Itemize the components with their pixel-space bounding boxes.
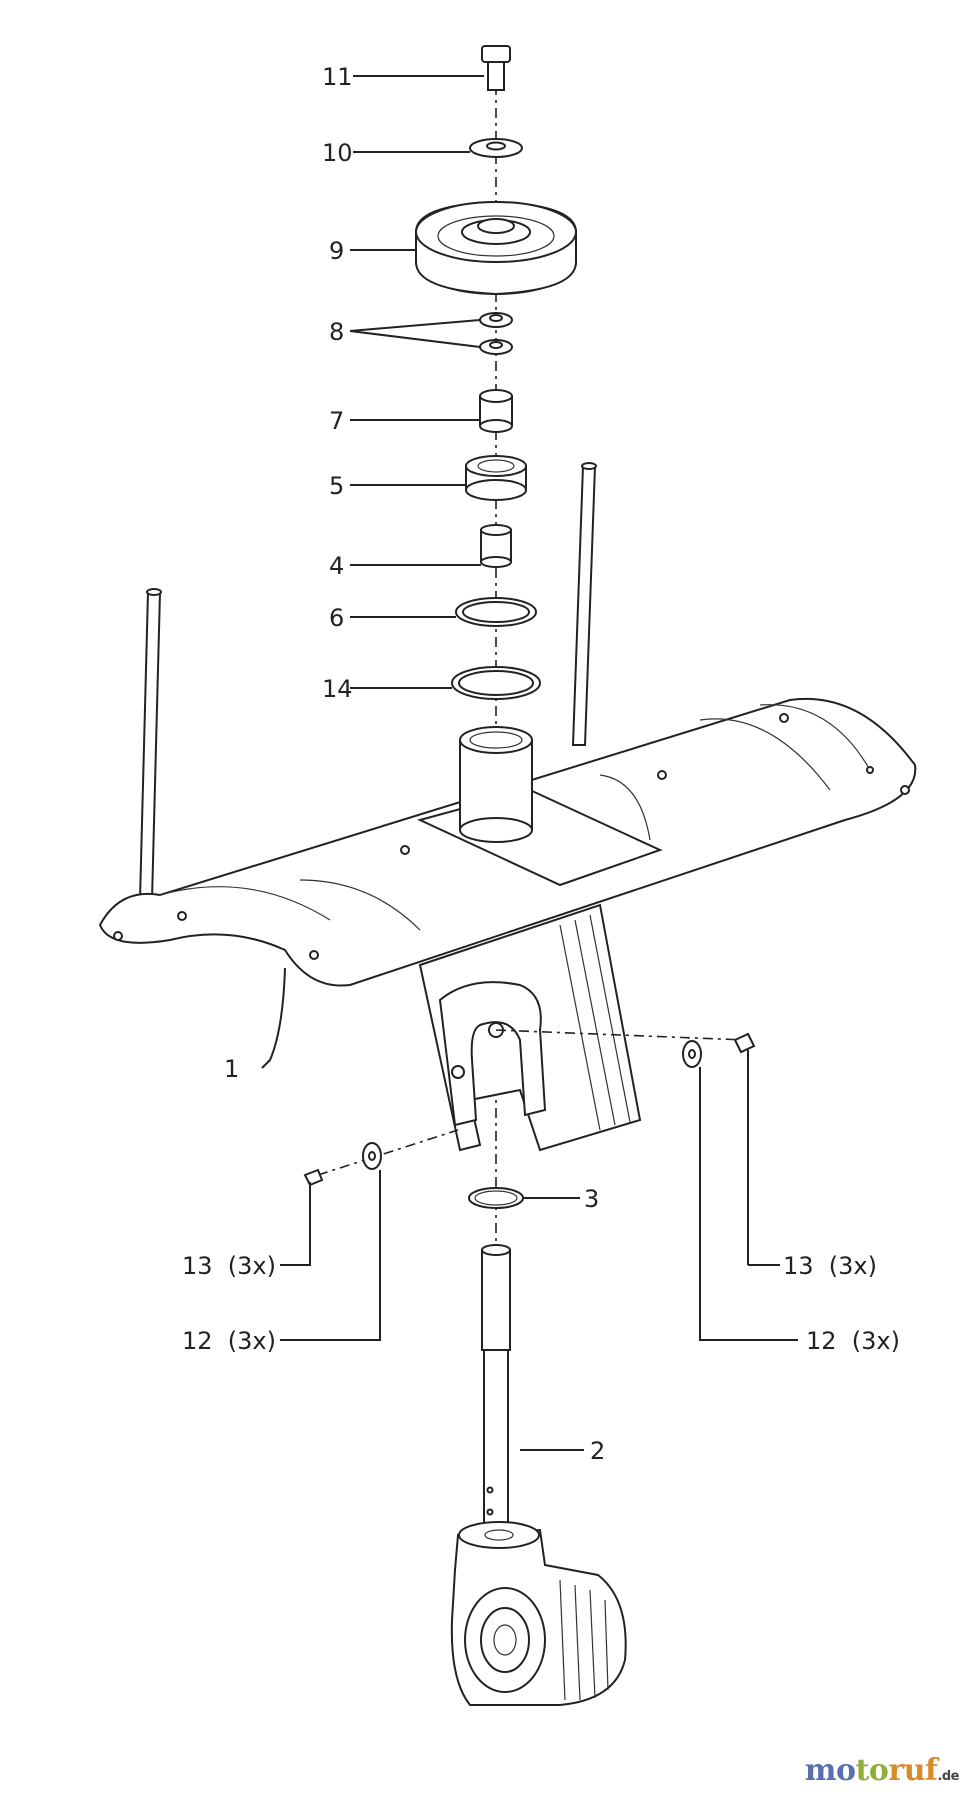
part-8-washers — [479, 312, 513, 355]
part-3-ring — [468, 1187, 524, 1209]
label-part-2: 2 — [590, 1437, 605, 1465]
watermark-part-2: to — [855, 1753, 889, 1788]
motoruf-watermark: motoruf.de — [804, 1753, 960, 1788]
label-part-5: 5 — [329, 472, 344, 500]
part-12-washer-left — [362, 1142, 382, 1170]
part-11-bolt — [481, 45, 511, 91]
part-13-screw-right — [733, 1032, 756, 1054]
part-6-ring — [455, 597, 537, 627]
part-12-washer-right — [682, 1040, 702, 1068]
part-7-spacer — [479, 389, 513, 433]
bolt-axis-left — [317, 1129, 459, 1176]
label-part-12-left: 12 (3x) — [182, 1327, 276, 1355]
label-part-1: 1 — [224, 1055, 239, 1083]
label-part-7: 7 — [329, 407, 344, 435]
part-2-shaft-gearbox — [450, 1244, 627, 1706]
part-5-bearing — [465, 455, 527, 501]
leader-lines — [261, 75, 798, 1451]
watermark-part-1: mo — [804, 1753, 856, 1788]
label-part-6: 6 — [329, 604, 344, 632]
part-1-hood — [98, 462, 917, 1152]
part-4-bushing — [480, 524, 512, 568]
watermark-part-3: ruf — [888, 1753, 938, 1788]
label-part-13-right: 13 (3x) — [783, 1252, 877, 1280]
label-part-8: 8 — [329, 318, 344, 346]
label-part-4: 4 — [329, 552, 344, 580]
label-part-11: 11 — [322, 63, 353, 91]
part-14-ring — [451, 666, 541, 700]
bolt-axis-right — [495, 1029, 746, 1041]
label-part-14: 14 — [322, 675, 353, 703]
part-13-screw-left — [303, 1168, 324, 1187]
label-part-10: 10 — [322, 139, 353, 167]
label-part-12-right: 12 (3x) — [806, 1327, 900, 1355]
label-part-13-left: 13 (3x) — [182, 1252, 276, 1280]
label-part-3: 3 — [584, 1185, 599, 1213]
watermark-tld: .de — [937, 1769, 959, 1784]
label-part-9: 9 — [329, 237, 344, 265]
part-10-washer — [469, 138, 523, 158]
part-9-pulley — [415, 200, 577, 296]
